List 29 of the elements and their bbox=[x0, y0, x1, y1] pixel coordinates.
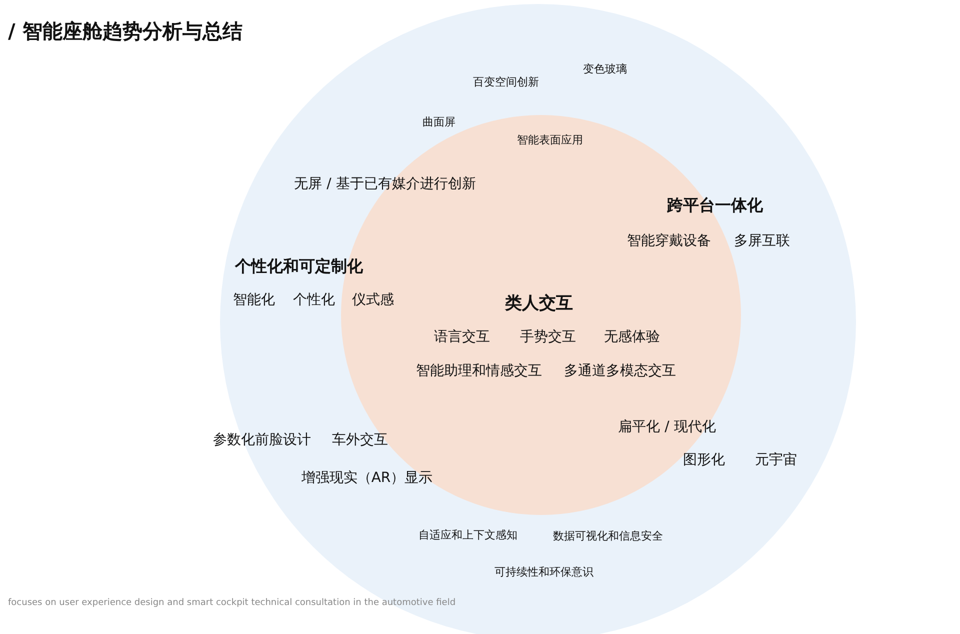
page-title: / 智能座舱趋势分析与总结 bbox=[8, 18, 242, 45]
trend-label: 个性化 bbox=[293, 291, 335, 309]
trend-label: 智能表面应用 bbox=[517, 132, 583, 148]
trend-label: 智能助理和情感交互 bbox=[416, 362, 542, 380]
trend-label: 可持续性和环保意识 bbox=[494, 564, 594, 580]
category-heading: 跨平台一体化 bbox=[667, 196, 763, 216]
trend-label: 智能化 bbox=[233, 291, 275, 309]
trend-label: 曲面屏 bbox=[422, 114, 456, 130]
trend-label: 数据可视化和信息安全 bbox=[553, 528, 663, 544]
trend-label: 无屏 / 基于已有媒介进行创新 bbox=[294, 175, 476, 193]
trend-label: 多屏互联 bbox=[734, 232, 790, 250]
footer-note: focuses on user experience design and smart cockpit technical consultation in the automotive field bbox=[8, 598, 456, 608]
trend-label: 参数化前脸设计 bbox=[213, 431, 311, 449]
trend-label: 无感体验 bbox=[604, 328, 660, 346]
trend-label: 手势交互 bbox=[520, 328, 576, 346]
trend-label: 智能穿戴设备 bbox=[627, 232, 711, 250]
trend-label: 百变空间创新 bbox=[473, 74, 539, 90]
category-heading: 类人交互 bbox=[505, 292, 573, 314]
category-heading: 个性化和可定制化 bbox=[235, 256, 363, 278]
trend-label: 图形化 bbox=[683, 451, 725, 469]
trend-label: 仪式感 bbox=[352, 291, 394, 309]
trend-label: 自适应和上下文感知 bbox=[418, 528, 518, 542]
trend-label: 多通道多模态交互 bbox=[564, 362, 676, 380]
trend-label: 语言交互 bbox=[434, 328, 490, 346]
trend-label: 车外交互 bbox=[332, 431, 388, 449]
trend-label: 扁平化 / 现代化 bbox=[618, 418, 716, 436]
trend-label: 变色玻璃 bbox=[583, 62, 627, 76]
trend-label: 增强现实（AR）显示 bbox=[301, 469, 433, 487]
trend-label: 元宇宙 bbox=[755, 451, 797, 469]
